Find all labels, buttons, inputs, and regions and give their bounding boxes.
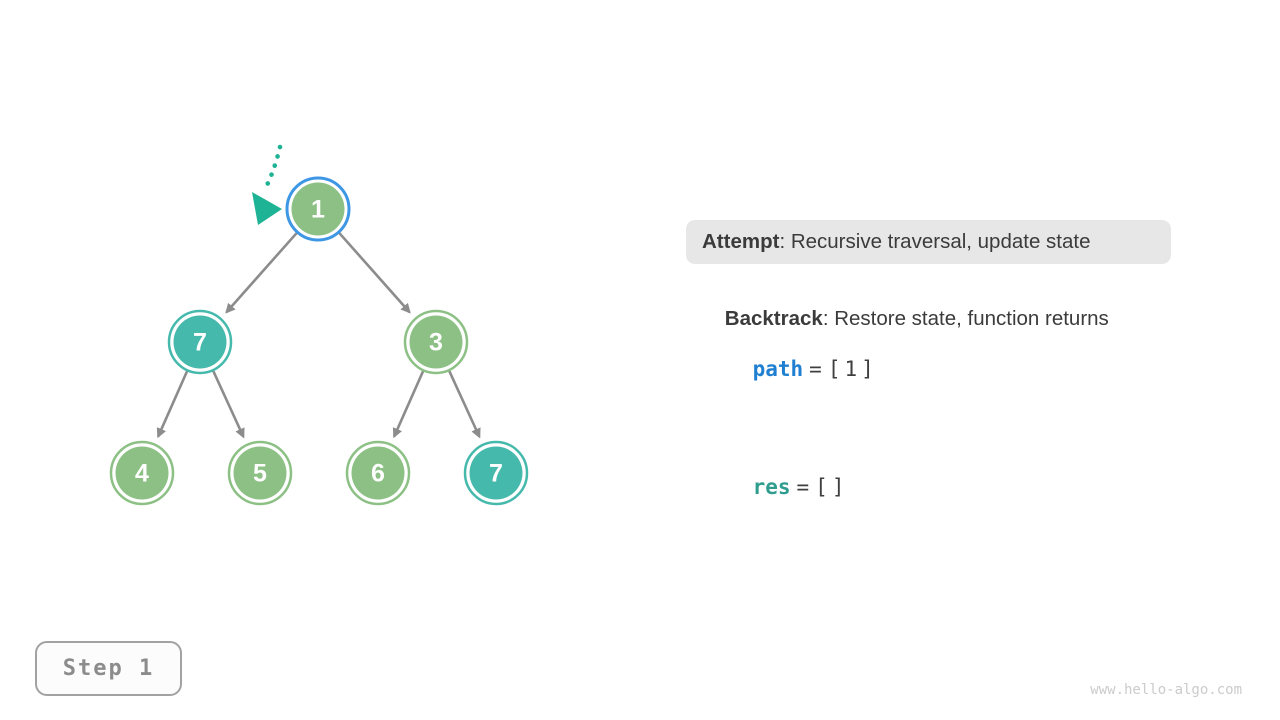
tree-edge	[392, 370, 425, 439]
tree-node: 5	[227, 440, 293, 506]
tree-node: 7	[167, 309, 233, 375]
step-badge: Step 1	[35, 641, 182, 696]
tree-node-label: 5	[253, 460, 267, 488]
tree-edge	[156, 370, 189, 439]
backtrack-text: : Restore state, function returns	[822, 307, 1109, 330]
path-value: [1]	[827, 357, 878, 381]
tree-node: 6	[345, 440, 411, 506]
tree-node-current: 1	[285, 176, 351, 242]
res-value: []	[815, 475, 849, 499]
binary-tree-diagram: 1 7 3 4 5 6 7	[109, 144, 529, 506]
attempt-text: : Recursive traversal, update state	[779, 230, 1091, 253]
tree-edge	[225, 232, 298, 314]
tree-node-label: 6	[371, 460, 385, 488]
step-label: Step 1	[62, 656, 155, 681]
backtrack-legend: Backtrack: Restore state, function retur…	[702, 283, 1109, 355]
path-equals: =	[809, 357, 822, 381]
res-variable: res	[752, 475, 791, 499]
watermark: www.hello-algo.com	[1090, 682, 1242, 698]
tree-node-label: 7	[193, 329, 207, 357]
res-state-line: res=[]	[702, 451, 848, 523]
pointer-arrow-dots	[262, 144, 283, 192]
tree-edge	[338, 232, 411, 314]
res-equals: =	[796, 475, 810, 499]
tree-node: 3	[403, 309, 469, 375]
path-variable: path	[752, 357, 804, 381]
tree-node: 4	[109, 440, 175, 506]
backtrack-label: Backtrack	[724, 307, 823, 330]
tree-edge	[448, 370, 481, 439]
attempt-label: Attempt	[702, 230, 780, 253]
tree-node-label: 7	[489, 460, 503, 488]
path-state-line: path=[1]	[702, 333, 878, 405]
tree-edge	[212, 370, 245, 439]
attempt-legend: Attempt: Recursive traversal, update sta…	[686, 220, 1171, 264]
tree-node: 7	[463, 440, 529, 506]
tree-node-label: 4	[135, 460, 149, 488]
tree-node-label: 1	[311, 196, 325, 224]
pointer-arrowhead	[252, 192, 282, 225]
tree-node-label: 3	[429, 329, 443, 357]
